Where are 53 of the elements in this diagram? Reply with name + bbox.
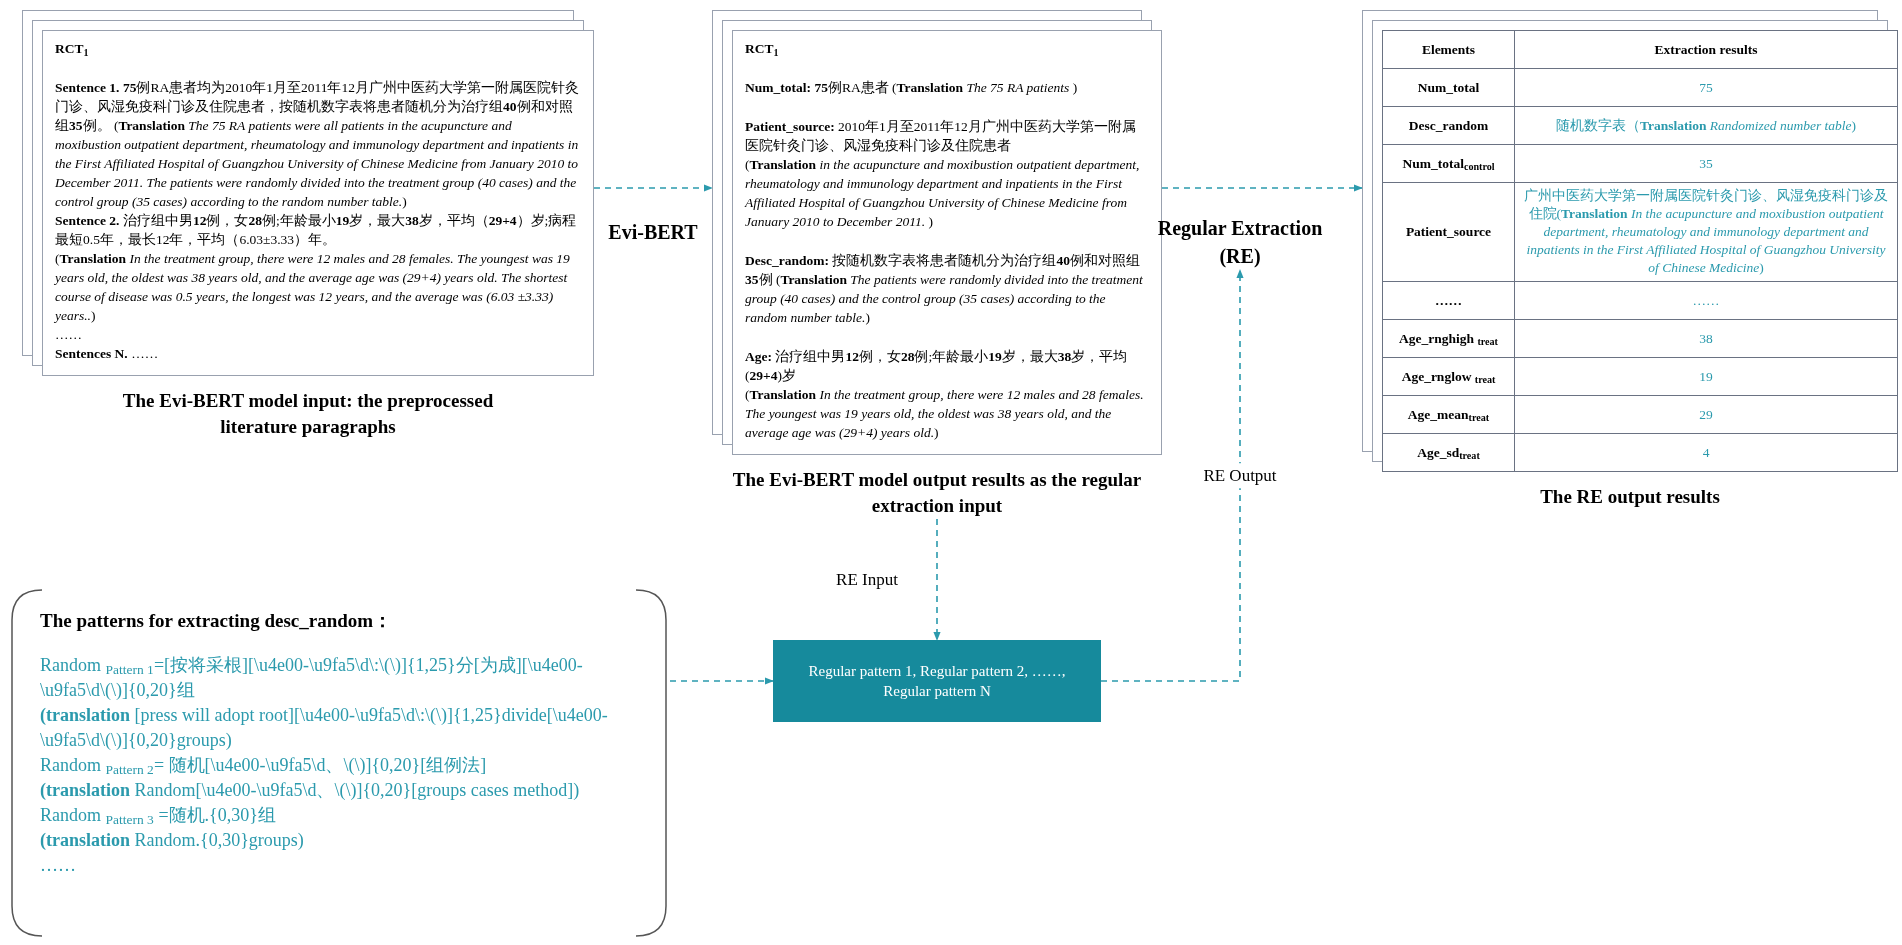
table-cell: 4 <box>1515 434 1898 472</box>
table-cell: 38 <box>1515 320 1898 358</box>
bracket-panel <box>8 588 670 938</box>
table-cell: …… <box>1515 282 1898 320</box>
dashed-arrow <box>1100 269 1244 682</box>
dashed-arrow <box>669 677 774 685</box>
process-box <box>773 640 1101 722</box>
paragraph-text: Sentence 2. 治疗组中男12例，女28例;年龄最小19岁，最大38岁，平均（29+4）岁;病程最短0.5年，最长12年，平均（6.03±3.33）年。 <box>55 212 578 249</box>
paragraph-text: Sentence 1. 75例RA患者均为2010年1月至2011年12月广州中医药大学第一附属医院针灸门诊、风湿免疫科门诊及住院患者，按随机数字表将患者随机分为治疗组40例和对照组35例。 (Translation The 75 RA patients were all patients in the acupuncture and moxibustion outpatient department, rheumatology and immunology department and inpatients in the First Affiliated Hospital of Guangzhou University of Chinese Medicine from January 2010 to December 2011. The patients were randomly divided into the treatment group (40 cases) and the control group (35 cases) according to the random number table.) <box>55 79 580 211</box>
panel-heading: The patterns for extracting desc_random： <box>40 609 394 633</box>
document-heading: RCT$_{1}$ <box>55 40 90 58</box>
table-cell: 广州中医药大学第一附属医院针灸门诊、风湿免疫科门诊及住院(Translation In the acupuncture and moxibustion outpatient department, rheumatology and immunology department and inpatients in the First Affiliated Hospital of Guangzhou University of Chinese Medicine) <box>1515 183 1898 282</box>
column-header: Extraction results <box>1515 31 1898 69</box>
table-cell: 随机数字表（Translation Randomized number table) <box>1515 107 1898 145</box>
node-label: The Evi-BERT model input: the preprocessed literature paragraphs <box>121 389 495 439</box>
document-heading: RCT$_{1}$ <box>745 40 780 58</box>
pattern-text: Random $_{Pattern 2}$= 随机[\u4e00-\u9fa5\d、\(\)]{0,20}[组例法] <box>40 754 488 778</box>
column-header: Elements <box>1383 31 1515 69</box>
stage-label: Regular Extraction (RE) <box>1156 216 1324 270</box>
pattern-text: Random $_{Pattern 1}$=[按将采根][\u4e00-\u9fa5\d\:\(\)]{1,25}分[为成][\u4e00-\u9fa5\d\(\)]{0,20}组 <box>40 654 584 702</box>
table-cell: Patient_source <box>1383 183 1515 282</box>
table-cell: Age_rnghigh $_{treat}$ <box>1383 320 1515 358</box>
paragraph-text: (Translation In the treatment group, there were 12 males and 28 females. The youngest was 19 years old, the oldest was 38 years old, and the average age was (29+4) years old.) <box>745 386 1145 442</box>
table-cell: …… <box>1383 282 1515 320</box>
paragraph-text: (Translation In the treatment group, there were 12 males and 28 females. The youngest was 19 years old, the oldest was 38 years old, and the average age was (29+4) years old. The shortest course of disease was 0.5 years, the longest was 12 years, and the average was (6.03 ±3.33) years..) <box>55 250 571 325</box>
table-cell: Age_rnglow $_{treat}$ <box>1383 358 1515 396</box>
paragraph-text: Num_total: 75例RA患者 (Translation The 75 RA patients ) <box>745 79 1079 97</box>
pattern-text: (translation [press will adopt root][\u4e00-\u9fa5\d\:\(\)]{1,25}divide[\u4e00-\u9fa5\d\(\)]{0,20}groups) <box>40 704 609 752</box>
pattern-text: (translation Random.{0,30}groups) <box>40 829 305 852</box>
table-cell: Num_total$_{control}$ <box>1383 145 1515 183</box>
table-cell: 35 <box>1515 145 1898 183</box>
dashed-arrow <box>593 184 713 192</box>
pattern-text: …… <box>40 854 77 877</box>
document-stack <box>22 10 594 440</box>
pattern-text: Random $_{Pattern 3}$ =随机.{0,30}组 <box>40 804 277 828</box>
paragraph-text: Age: 治疗组中男12例，女28例;年龄最小19岁，最大38岁，平均(29+4)岁 <box>745 348 1129 385</box>
dashed-arrow <box>1161 184 1363 192</box>
node-label: The RE output results <box>1540 485 1720 509</box>
box-text: Regular pattern 1, Regular pattern 2, ……, Regular pattern N <box>807 662 1067 701</box>
table-cell: 19 <box>1515 358 1898 396</box>
paragraph-text: …… <box>55 326 83 344</box>
table-cell: Age_sd$_{treat}$ <box>1383 434 1515 472</box>
dashed-arrow <box>933 518 941 641</box>
table-cell: Age_mean$_{treat}$ <box>1383 396 1515 434</box>
node-label: The Evi-BERT model output results as the regular extraction input <box>731 468 1143 518</box>
paragraph-text: Sentences N. …… <box>55 345 160 363</box>
table-cell: 75 <box>1515 69 1898 107</box>
table-cell: Num_total <box>1383 69 1515 107</box>
table-cell: 29 <box>1515 396 1898 434</box>
pattern-text: (translation Random[\u4e00-\u9fa5\d、\(\)]{0,20}[groups cases method]) <box>40 779 581 802</box>
table-cell: Desc_random <box>1383 107 1515 145</box>
paragraph-text: (Translation in the acupuncture and moxibustion outpatient department, rheumatology and immunology department and inpatients in the First Affiliated Hospital of Guangzhou University of Chinese Medicine from January 2010 to December 2011. ) <box>745 156 1141 231</box>
paragraph-text: Desc_random: 按随机数字表将患者随机分为治疗组40例和对照组35例 (Translation The patients were randomly divided into the treatment group (40 cases) and the control group (35 cases) according to the random number table.) <box>745 252 1144 327</box>
